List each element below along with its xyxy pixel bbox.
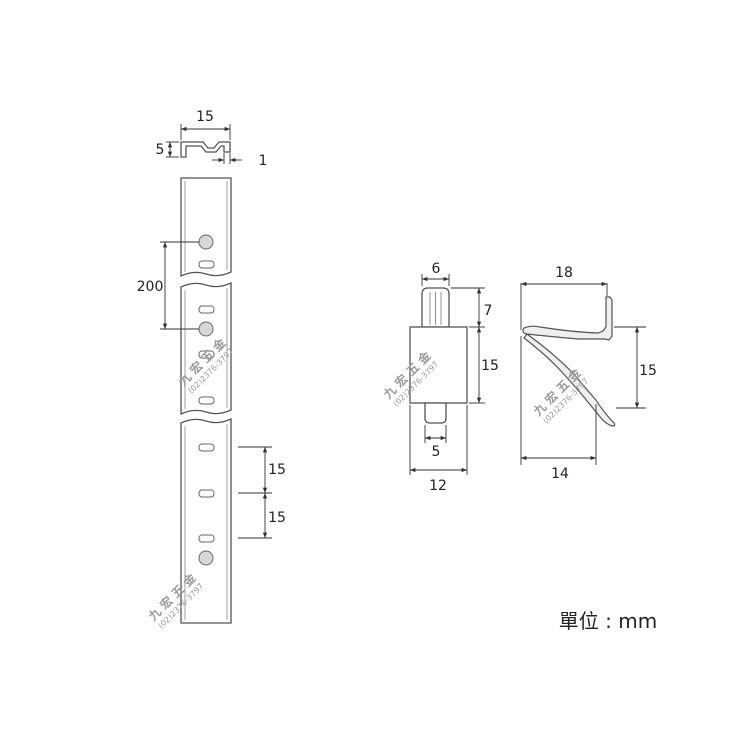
pin-head-height-label: 7 — [484, 303, 493, 319]
profile-thickness-label: 1 — [259, 153, 268, 169]
rail-profile: 15 5 1 — [156, 109, 268, 169]
rail-slot — [198, 396, 215, 405]
slot-pitch-label-b: 15 — [268, 510, 286, 526]
clip-bottom-width-label: 14 — [551, 466, 569, 482]
pin-stem — [424, 402, 447, 424]
rail-slot — [198, 489, 215, 498]
clip-height-label: 15 — [639, 363, 657, 379]
profile-height-label: 5 — [156, 142, 165, 158]
rail-segment-middle — [180, 281, 232, 416]
rail-slot — [198, 443, 215, 452]
pin-head-width-label: 6 — [432, 261, 441, 277]
pin-stem-width-label: 5 — [432, 444, 441, 460]
rail-hole-3 — [198, 550, 214, 566]
slot-pitch-label-a: 15 — [268, 462, 286, 478]
hole-spacing-label: 200 — [137, 279, 164, 295]
pin-body-width-label: 12 — [429, 478, 447, 494]
rail-slot — [198, 350, 215, 359]
rail-segment-top — [180, 177, 232, 278]
rail-segment-bottom — [180, 417, 232, 624]
pin-body-height-label: 15 — [481, 358, 499, 374]
shelf-pin: 6 7 15 5 12 — [409, 261, 499, 494]
rail-strip: 200 15 15 — [137, 177, 286, 624]
rail-hole-1 — [198, 234, 214, 250]
rail-slot — [198, 305, 215, 314]
shelf-clip: 18 15 14 — [520, 265, 657, 482]
profile-width-label: 15 — [196, 109, 214, 125]
unit-label: 單位 : mm — [559, 609, 657, 633]
rail-slot — [198, 260, 215, 269]
rail-hole-2 — [198, 321, 214, 337]
rail-slot — [198, 534, 215, 543]
clip-spring — [523, 333, 616, 427]
clip-top-width-label: 18 — [555, 265, 573, 281]
clip-body — [522, 296, 613, 341]
